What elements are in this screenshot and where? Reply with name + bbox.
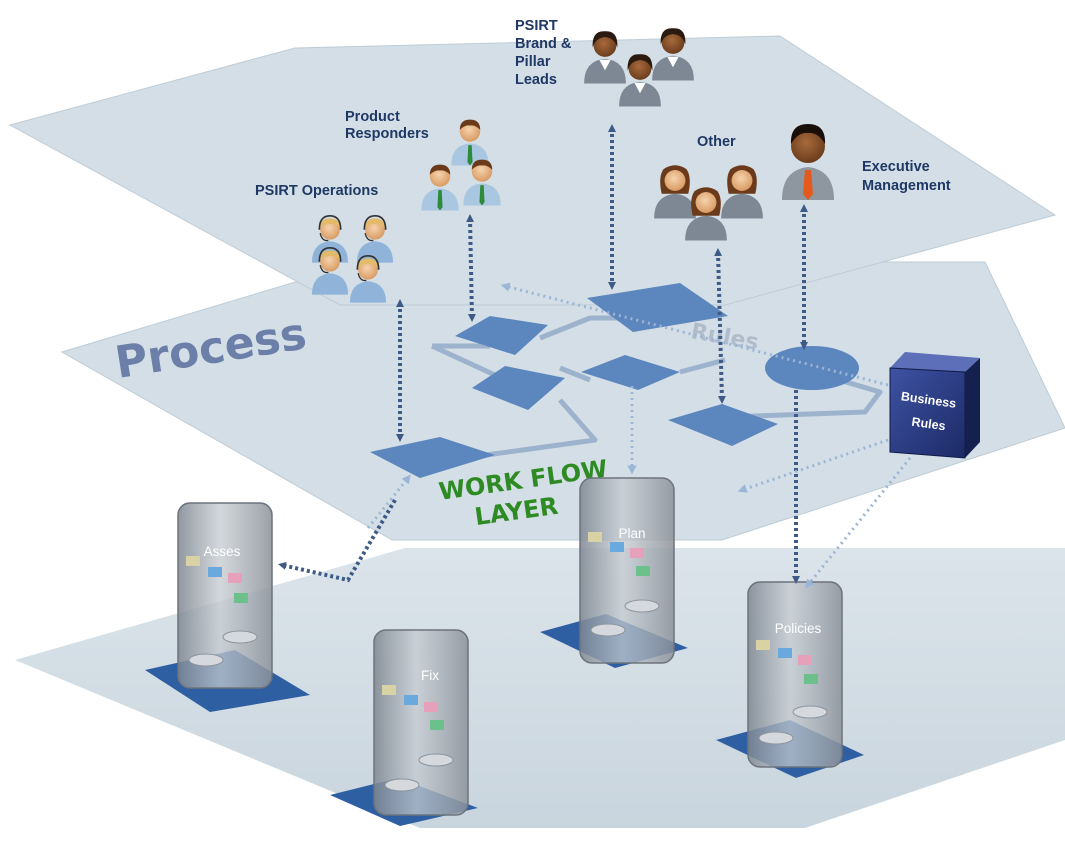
executive-icon <box>782 124 834 200</box>
arrow-other-to-process <box>714 248 726 404</box>
server-plan: Plan <box>579 477 675 664</box>
flow-shape-3 <box>472 366 565 410</box>
flow-shape-4 <box>581 355 680 390</box>
flow-shape-6 <box>370 437 495 478</box>
role-line: Pillar <box>515 54 551 70</box>
role-line: Brand & <box>515 36 572 52</box>
flow-shape-5 <box>668 404 778 446</box>
flow-shape-2 <box>455 316 548 355</box>
role-label-other: Other <box>697 134 736 150</box>
arrow-process-to-asses <box>278 498 397 583</box>
light-arrows <box>366 282 912 589</box>
role-label-psirt-leads: PSIRT Brand & Pillar Leads <box>515 18 575 88</box>
people-layer <box>8 35 1057 306</box>
arrow-responders-to-process <box>466 214 476 322</box>
flow-shape-1 <box>587 283 728 332</box>
role-line: Management <box>862 178 951 194</box>
business-rules-line-2: Rules <box>911 415 947 434</box>
server-label-asses: Asses <box>204 544 241 559</box>
server-fix: Fix <box>373 629 469 816</box>
role-label-executive-management: Executive Management <box>862 159 951 194</box>
role-line: PSIRT <box>515 18 558 34</box>
role-line: Product <box>345 109 400 125</box>
rules-ellipse <box>765 346 859 390</box>
arrow-br-to-plan <box>737 438 889 493</box>
role-line: Other <box>697 134 736 150</box>
server-asses: Asses <box>177 502 273 689</box>
role-line: Executive <box>862 159 930 175</box>
role-label-product-responders: Product Responders <box>345 109 429 142</box>
bottom-data-layer <box>15 548 1065 828</box>
connector-arrows <box>278 124 808 584</box>
role-line: PSIRT Operations <box>255 183 378 199</box>
business-rules-cube: Business Rules <box>889 352 980 459</box>
role-label-psirt-operations: PSIRT Operations <box>255 183 378 199</box>
server-label-policies: Policies <box>775 621 822 636</box>
role-line: Responders <box>345 126 429 142</box>
server-policies: Policies <box>747 581 843 768</box>
role-line: Leads <box>515 72 557 88</box>
server-label-plan: Plan <box>618 526 645 541</box>
flow-connector <box>430 300 883 463</box>
server-label-fix: Fix <box>421 668 439 683</box>
